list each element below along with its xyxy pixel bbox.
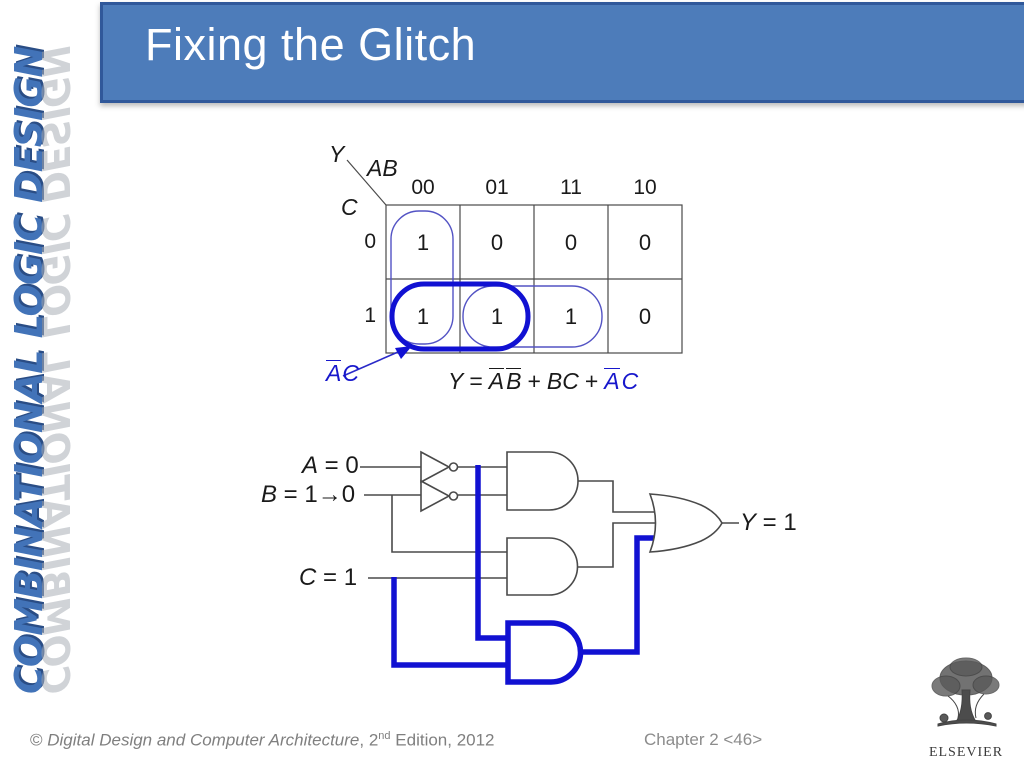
inverter-b	[420, 479, 459, 513]
kmap-output-label: Y	[329, 141, 345, 167]
input-c-value: = 1	[316, 564, 358, 591]
kmap-cell: 1	[416, 230, 430, 255]
elsevier-logo: ELSEVIER	[915, 652, 1017, 762]
input-b-value: = 1→0	[277, 481, 356, 508]
edition-sup: nd	[378, 730, 391, 742]
kmap-cell: 0	[490, 230, 504, 255]
kmap-equation: Y=AB+BC+AC	[447, 368, 639, 395]
kmap-cell: 1	[416, 304, 430, 329]
edition-pre: , 2	[359, 730, 379, 750]
footer-chapter-number: Chapter 2 <46>	[644, 730, 763, 749]
title-bar: Fixing the Glitch	[100, 2, 1024, 103]
book-title: Digital Design and Computer Architecture	[47, 730, 360, 750]
kmap-col-header: 00	[411, 176, 435, 199]
kmap-group-label-not-a-c: AC	[326, 360, 360, 387]
output-y-value: = 1	[756, 509, 797, 536]
eq-plus: +	[527, 368, 541, 394]
kmap-cell: 1	[490, 304, 504, 329]
input-c-var: C	[299, 564, 317, 591]
eq-term1-a: A	[488, 368, 505, 394]
kmap-row-var-label: C	[341, 194, 358, 220]
eq-lhs: Y	[448, 368, 464, 394]
eq-term3-a: A	[604, 368, 620, 394]
kmap-cell: 0	[638, 230, 652, 255]
edition-post: Edition, 2012	[390, 730, 495, 750]
and-gate-bottom-blue	[505, 620, 584, 685]
inverter-a	[420, 450, 459, 484]
kmap-cell: 0	[564, 230, 578, 255]
eq-term1-b: B	[506, 368, 522, 394]
kmap-col-header: 01	[485, 176, 509, 199]
eq-term2-bc: BC	[546, 368, 579, 394]
circuit-blue-path	[391, 465, 654, 668]
circuit-output-y-label: Y = 1	[740, 509, 797, 537]
elsevier-tree-icon	[931, 657, 1000, 727]
kmap-col-var-label: AB	[367, 155, 398, 181]
input-a-value: = 0	[318, 452, 359, 479]
kmap-col-header: 10	[633, 176, 657, 199]
kmap-row-header: 0	[364, 230, 376, 253]
or-gate	[648, 493, 723, 553]
sidebar-text-reflection: COMBINATIONAL LOGIC DESIGN	[32, 46, 77, 694]
input-b-var: B	[261, 481, 278, 508]
eq-term3-c: C	[621, 368, 639, 394]
input-a-var: A	[302, 452, 319, 479]
circuit-input-c-label: C = 1	[299, 564, 357, 592]
kmap-row-header: 1	[364, 304, 376, 327]
kmap-cell: 0	[638, 304, 652, 329]
circuit-input-b-label: B = 1→0	[261, 481, 355, 509]
group-label-a: A	[326, 360, 342, 386]
output-y-var: Y	[740, 509, 757, 536]
and-gate-middle	[506, 537, 579, 596]
footer-copyright: © Digital Design and Computer Architectu…	[30, 730, 495, 751]
elsevier-wordmark: ELSEVIER	[928, 745, 1004, 760]
eq-plus: +	[584, 368, 599, 394]
slide-title: Fixing the Glitch	[145, 19, 477, 70]
sidebar-vertical-title: COMBINATIONAL LOGIC DESIGN COMBINATIONAL…	[7, 12, 77, 694]
eq-equals: =	[469, 368, 483, 394]
circuit-wires	[360, 466, 739, 579]
group-label-c: C	[342, 360, 359, 386]
copyright-symbol: ©	[30, 730, 48, 750]
kmap-col-header: 11	[560, 176, 582, 199]
circuit-input-a-label: A = 0	[302, 452, 359, 480]
kmap-cell: 1	[564, 304, 578, 329]
and-gate-top	[506, 451, 579, 511]
